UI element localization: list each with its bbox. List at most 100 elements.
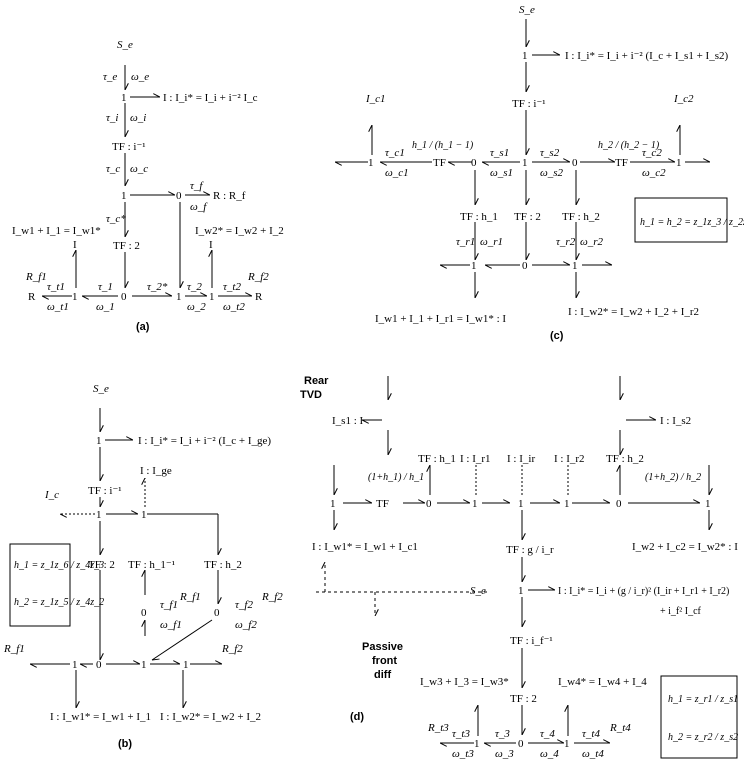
bond-label: ω_f1 — [160, 619, 182, 631]
junction-0: 0 — [616, 498, 622, 510]
junction-1: 1 — [522, 157, 528, 169]
i-c-label: I_c — [44, 489, 59, 501]
panel-label: (c) — [550, 330, 564, 342]
tf-h1-label: TF : h_1 — [460, 211, 498, 223]
tf-h2-label: TF : h_2 — [606, 453, 644, 465]
junction-1: 1 — [121, 92, 127, 104]
junction-1: 1 — [518, 585, 524, 597]
resistor-R: R — [28, 291, 36, 303]
bond-label: ω_e — [131, 71, 149, 83]
front-label: Passive — [362, 641, 403, 653]
box-h2: h_2 = z_1z_5 / z_4z_2 — [14, 597, 104, 608]
i-c2-label: I_c2 — [673, 93, 694, 105]
panel-label: (a) — [136, 321, 150, 333]
panel-d — [316, 376, 738, 759]
resistor-label: R_f2 — [261, 591, 283, 603]
tf-gear-label: TF : i⁻¹ — [88, 485, 122, 497]
h1-ratio: (1+h_1) / h_1 — [368, 472, 424, 483]
source-label: S_e — [93, 383, 109, 395]
junction-1: 1 — [472, 498, 478, 510]
junction-0: 0 — [141, 607, 147, 619]
junction-1: 1 — [474, 738, 480, 750]
junction-0: 0 — [522, 260, 528, 272]
junction-1: 1 — [705, 498, 711, 510]
tf-h2-label: TF : h_2 — [562, 211, 600, 223]
front-left-label: I_w3 + I_3 = I_w3* — [420, 676, 509, 688]
box-h1: h_1 = z_1z_6 / z_4z_3 — [14, 560, 104, 571]
panel-a-labels: S_e τ_e ω_e 1 I : I_i* = I_i + i⁻² I_c τ… — [12, 39, 284, 333]
inertia-I: I — [73, 239, 77, 251]
junction-1: 1 — [518, 498, 524, 510]
h2-ratio: h_2 / (h_2 − 1) — [598, 140, 660, 151]
rear-label: TVD — [300, 389, 322, 401]
source-label: S_e — [117, 39, 133, 51]
junction-0: 0 — [121, 291, 127, 303]
junction-1: 1 — [96, 509, 102, 521]
resistor-label: R_f1 — [3, 643, 25, 655]
front-right-label: I_w4* = I_w4 + I_4 — [558, 676, 647, 688]
bond-label: ω_t1 — [47, 301, 69, 313]
tf-h1inv-label: TF : h_1⁻¹ — [128, 559, 175, 571]
bond-label: τ_4 — [540, 728, 555, 740]
resistor-label: R_t3 — [427, 722, 449, 734]
junction-1: 1 — [209, 291, 215, 303]
tf2-label: TF : 2 — [514, 211, 541, 223]
bond-label: τ_f1 — [160, 599, 178, 611]
tf-if-label: TF : i_f⁻¹ — [510, 635, 553, 647]
bond-label: ω_2 — [187, 301, 206, 313]
rear-right-label: I_w2 + I_c2 = I_w2* : I — [632, 541, 738, 553]
junction-0: 0 — [471, 157, 477, 169]
junction-1: 1 — [72, 659, 78, 671]
panel-d-labels: Rear TVD Passive front diff I_s1 : I I :… — [300, 375, 738, 760]
left-wheel-label: I_w1 + I_1 + I_r1 = I_w1* : I — [375, 313, 506, 325]
junction-1: 1 — [522, 50, 528, 62]
bond-label: τ_1 — [98, 281, 113, 293]
panel-c — [335, 19, 728, 298]
tf: TF — [433, 157, 446, 169]
source-label: S_e — [519, 4, 535, 16]
junction-0: 0 — [572, 157, 578, 169]
junction-0: 0 — [176, 190, 182, 202]
i-s1-label: I_s1 : I — [332, 415, 364, 427]
resistor-label: R_f1 — [179, 591, 201, 603]
bond-label: τ_c* — [106, 213, 126, 225]
inertia-I: I — [209, 239, 213, 251]
bond-label: ω_1 — [96, 301, 115, 313]
tf-h2-label: TF : h_2 — [204, 559, 242, 571]
junction-1: 1 — [141, 509, 147, 521]
engine-inertia-label: I : I_i* = I_i + i⁻² (I_c + I_s1 + I_s2) — [565, 50, 728, 62]
tf-gear-label: TF : i⁻¹ — [512, 98, 546, 110]
junction-1: 1 — [176, 291, 182, 303]
front-label: front — [372, 655, 397, 667]
i-s2-label: I : I_s2 — [660, 415, 691, 427]
i-r1-label: I : I_r1 — [460, 453, 491, 465]
bond-label: τ_3 — [495, 728, 510, 740]
engine-inertia-label-2: + i_f² I_cf — [660, 606, 702, 617]
engine-inertia-label: I : I_i* = I_i + (g / i_r)² (I_ir + I_r1… — [558, 586, 729, 597]
bond-label: ω_4 — [540, 748, 559, 760]
bond-label: τ_c — [106, 163, 120, 175]
bond-label: τ_c1 — [385, 147, 405, 159]
left-wheel-label: I : I_w1* = I_w1 + I_1 — [50, 711, 151, 723]
bond-label: ω_c — [130, 163, 148, 175]
panel-c-labels: S_e 1 I : I_i* = I_i + i⁻² (I_c + I_s1 +… — [365, 4, 744, 342]
junction-0: 0 — [426, 498, 432, 510]
box-h1: h_1 = z_r1 / z_s1 — [668, 694, 738, 705]
right-wheel-label: I : I_w2* = I_w2 + I_2 + I_r2 — [568, 306, 699, 318]
right-wheel-label: I_w2* = I_w2 + I_2 — [195, 225, 284, 237]
junction-1: 1 — [141, 659, 147, 671]
junction-1: 1 — [121, 190, 127, 202]
panel-b-labels: S_e 1 I : I_i* = I_i + i⁻² (I_c + I_ge) … — [3, 383, 283, 750]
source-label: S_e — [470, 585, 486, 597]
bond-label: ω_s2 — [540, 167, 564, 179]
bond-label: ω_t2 — [223, 301, 245, 313]
bond-label: τ_f2 — [235, 599, 253, 611]
bond-label: ω_i — [130, 112, 146, 124]
resistor-label: R_f1 — [25, 271, 47, 283]
junction-0: 0 — [518, 738, 524, 750]
bond-label: τ_r2 — [556, 236, 576, 248]
bond-label: τ_2 — [187, 281, 202, 293]
junction-1: 1 — [572, 260, 578, 272]
panel-b — [9, 408, 222, 708]
resistor-label: R_f2 — [221, 643, 243, 655]
